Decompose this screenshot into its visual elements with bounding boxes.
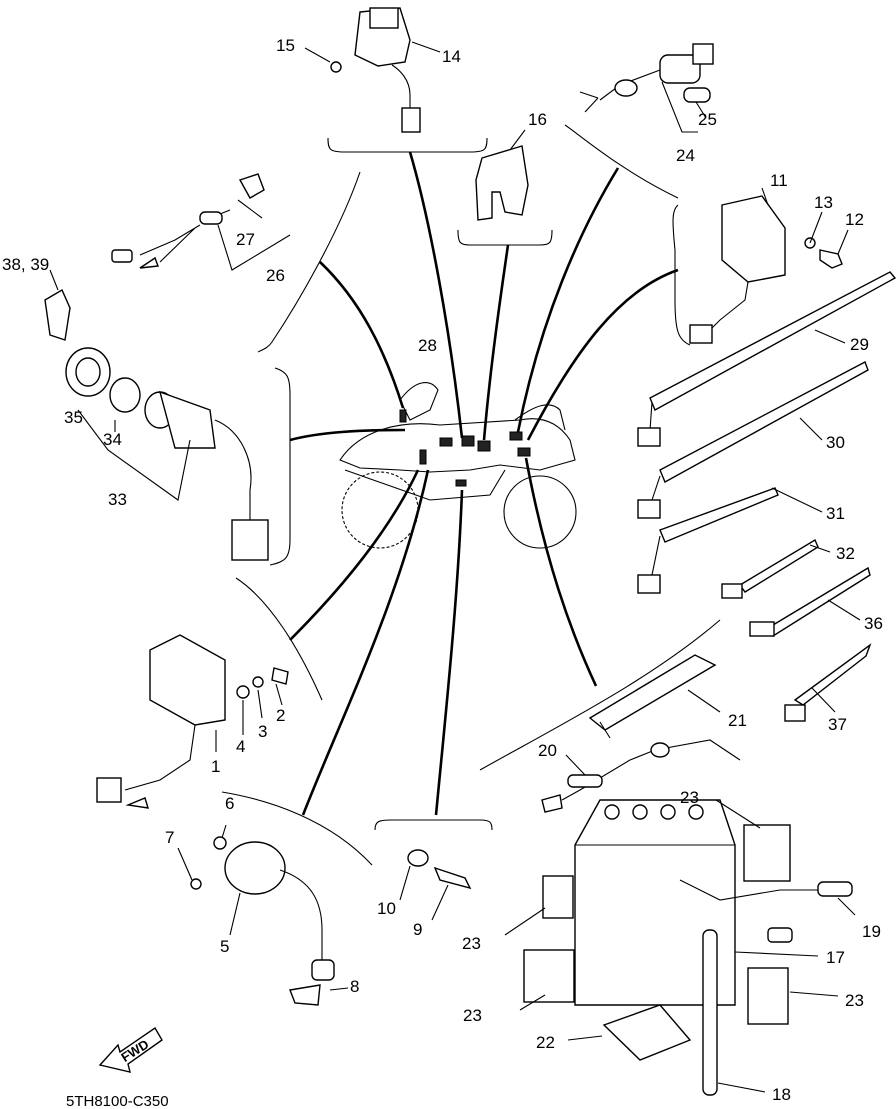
fuse-box-cover — [475, 129, 529, 221]
part-label-22: 22 — [536, 1033, 555, 1052]
part-label-4: 4 — [236, 737, 245, 756]
part-label-12: 12 — [845, 210, 864, 229]
part-label-2: 2 — [276, 706, 285, 725]
part-label-7: 7 — [165, 828, 174, 847]
starter-relay — [304, 7, 441, 133]
part-label-26: 26 — [266, 266, 285, 285]
main-switch-assembly — [44, 269, 269, 561]
part-label-24: 24 — [676, 146, 695, 165]
part-label-37: 37 — [828, 715, 847, 734]
part-label-8: 8 — [350, 977, 359, 996]
part-label-23b: 23 — [462, 934, 481, 953]
part-label-1: 1 — [211, 757, 220, 776]
vehicle-outline — [339, 382, 577, 549]
ignition-coil-assembly — [177, 824, 349, 1006]
part-label-13: 13 — [814, 193, 833, 212]
fuse-holder — [579, 43, 714, 133]
bolt-washer-set — [399, 849, 472, 921]
part-label-25: 25 — [698, 110, 717, 129]
drawing-code: 5TH8100-C350 — [66, 1093, 169, 1109]
rectifier-regulator — [96, 634, 289, 809]
part-label-27: 27 — [236, 230, 255, 249]
part-label-21: 21 — [728, 711, 747, 730]
wire-lead-assembly — [111, 173, 291, 271]
part-label-19: 19 — [862, 922, 881, 941]
forward-arrow-icon: FWD — [98, 1026, 163, 1073]
part-label-9: 9 — [413, 920, 422, 939]
part-label-5: 5 — [220, 937, 229, 956]
part-label-3: 3 — [258, 722, 267, 741]
part-label-35: 35 — [64, 408, 83, 427]
part-label-34: 34 — [103, 430, 122, 449]
part-label-18: 18 — [772, 1085, 791, 1104]
part-label-38-39: 38, 39 — [2, 255, 49, 274]
group-brackets — [221, 124, 721, 866]
battery-assembly — [504, 799, 856, 1096]
cdi-unit — [689, 187, 849, 344]
part-label-16: 16 — [528, 110, 547, 129]
part-label-29: 29 — [850, 335, 869, 354]
part-label-11: 11 — [770, 171, 788, 190]
part-number-labels: 1 2 3 4 5 6 7 8 9 10 11 12 13 14 15 16 1… — [2, 36, 883, 1104]
cable-ties — [637, 271, 896, 722]
battery-leads — [541, 654, 741, 813]
part-label-15: 15 — [276, 36, 295, 55]
part-label-31: 31 — [826, 504, 845, 523]
part-label-14: 14 — [442, 47, 461, 66]
part-label-17: 17 — [826, 948, 845, 967]
part-label-23d: 23 — [845, 991, 864, 1010]
part-label-20: 20 — [538, 741, 557, 760]
part-label-36: 36 — [864, 614, 883, 633]
part-label-10: 10 — [377, 899, 396, 918]
part-label-33: 33 — [108, 490, 127, 509]
part-label-23a: 23 — [680, 788, 699, 807]
part-label-6: 6 — [225, 794, 234, 813]
part-label-32: 32 — [836, 544, 855, 563]
part-label-23c: 23 — [463, 1006, 482, 1025]
part-label-28: 28 — [418, 336, 437, 355]
leader-lines — [289, 151, 679, 816]
part-label-30: 30 — [826, 433, 845, 452]
